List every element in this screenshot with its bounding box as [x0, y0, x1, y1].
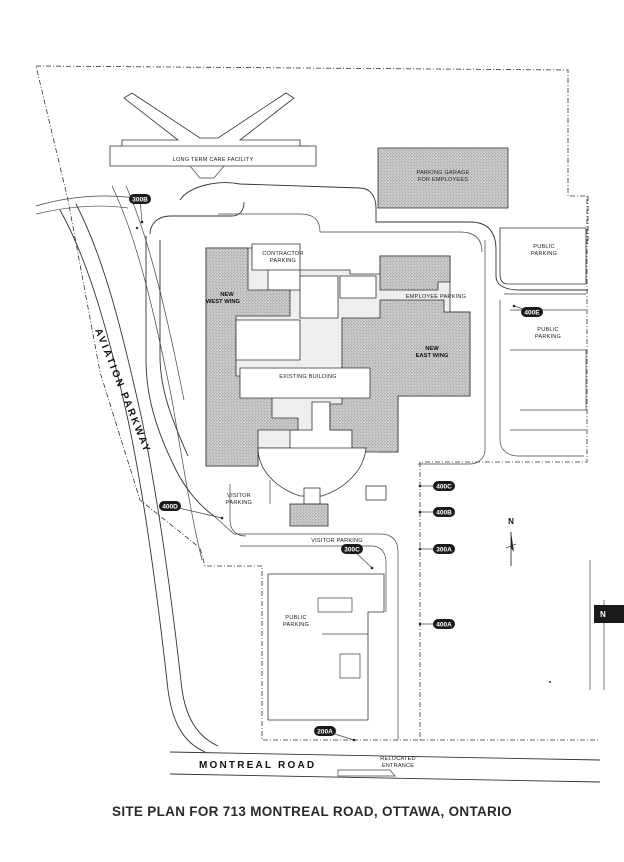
new-east-label-2: EAST WING — [416, 353, 449, 359]
marker-400e: 400E — [512, 304, 543, 317]
marker-400c: 400C — [418, 481, 455, 491]
marker-400a: 400A — [418, 619, 455, 629]
marker-300c: 300C — [341, 544, 374, 570]
marker-pill — [159, 501, 181, 511]
parking-garage-label-2: FOR EMPLOYEES — [418, 177, 469, 183]
marker-point — [418, 510, 422, 514]
marker-label: 400D — [162, 503, 178, 510]
employee-parking-label: EMPLOYEE PARKING — [406, 294, 466, 300]
marker-pill — [521, 307, 543, 317]
contractor-label-1: CONTRACTOR — [262, 251, 303, 257]
public-parking-ne-label-1: PUBLIC — [533, 244, 554, 250]
property-boundary-east — [420, 196, 600, 741]
visitor-parking-w-label-2: PARKING — [226, 500, 252, 506]
public-parking-s-label-2: PARKING — [283, 622, 309, 628]
public-parking-s-label-1: PUBLIC — [285, 615, 306, 621]
visitor-parking-s-label: VISITOR PARKING — [311, 538, 363, 544]
aviation-parkway-label: AVIATION PARKWAY — [92, 327, 152, 455]
north-arrow-icon — [505, 532, 517, 566]
marker-label: 300A — [436, 546, 452, 553]
page-title: SITE PLAN FOR 713 MONTREAL ROAD, OTTAWA,… — [112, 804, 512, 819]
public-parking-e-label-1: PUBLIC — [537, 327, 558, 333]
long-term-care-label: LONG TERM CARE FACILITY — [173, 157, 254, 163]
marker-point — [370, 566, 374, 570]
public-parking-ne-label-2: PARKING — [531, 251, 557, 257]
map-speck — [135, 226, 139, 230]
marker-pill — [341, 544, 363, 554]
campus-roads — [145, 182, 588, 740]
small-block — [365, 485, 387, 501]
marker-label: 400C — [436, 483, 452, 490]
property-boundary — [35, 65, 588, 741]
marker-400b: 400B — [418, 507, 455, 517]
new-west-label-1: NEW — [220, 292, 234, 298]
hospital-complex — [205, 243, 471, 505]
parking-garage — [377, 147, 509, 209]
marker-layer: 300B 400E 400C 400B 400D 300C 300A 400A 200A — [129, 194, 543, 742]
marker-label: 400E — [524, 309, 540, 316]
marker-label: 400B — [436, 509, 452, 516]
entrance-pavilion — [289, 503, 329, 527]
marker-pill — [433, 619, 455, 629]
marker-pill — [433, 507, 455, 517]
public-parking-e-label-2: PARKING — [535, 334, 561, 340]
marker-pill — [433, 481, 455, 491]
marker-300b: 300B — [129, 194, 151, 224]
edge-label-text: N — [600, 610, 606, 619]
north-label: N — [508, 517, 514, 526]
new-west-label-2: WEST WING — [206, 299, 241, 305]
aviation-parkway — [35, 185, 219, 753]
marker-200a: 200A — [314, 726, 356, 742]
visitor-parking-w-label-1: VISITOR — [227, 493, 251, 499]
new-east-label-1: NEW — [425, 346, 439, 352]
montreal-road — [169, 751, 601, 783]
marker-point — [220, 516, 224, 520]
marker-point — [352, 738, 356, 742]
marker-point — [512, 304, 516, 308]
long-term-care-building — [109, 92, 317, 179]
relocated-label-2: ENTRANCE — [382, 763, 414, 769]
public-parking-ne — [499, 227, 587, 285]
existing-building-label: EXISTING BUILDING — [279, 374, 336, 380]
public-parking-south — [267, 573, 385, 721]
edge-label-box — [594, 605, 624, 623]
marker-300a: 300A — [418, 544, 455, 554]
marker-label: 400A — [436, 621, 452, 628]
marker-label: 300C — [344, 546, 360, 553]
marker-pill — [314, 726, 336, 736]
marker-label: 300B — [132, 196, 148, 203]
parking-garage-label-1: PARKING GARAGE — [416, 170, 469, 176]
marker-point — [418, 484, 422, 488]
marker-pill — [433, 544, 455, 554]
relocated-label-1: RELOCATED — [380, 756, 416, 762]
map-speck — [549, 681, 551, 683]
marker-point — [418, 547, 422, 551]
montreal-road-label: MONTREAL ROAD — [199, 760, 316, 771]
marker-point — [140, 220, 144, 224]
contractor-label-2: PARKING — [270, 258, 296, 264]
marker-point — [418, 622, 422, 626]
marker-400d: 400D — [159, 501, 224, 520]
marker-label: 200A — [317, 728, 333, 735]
marker-pill — [129, 194, 151, 204]
